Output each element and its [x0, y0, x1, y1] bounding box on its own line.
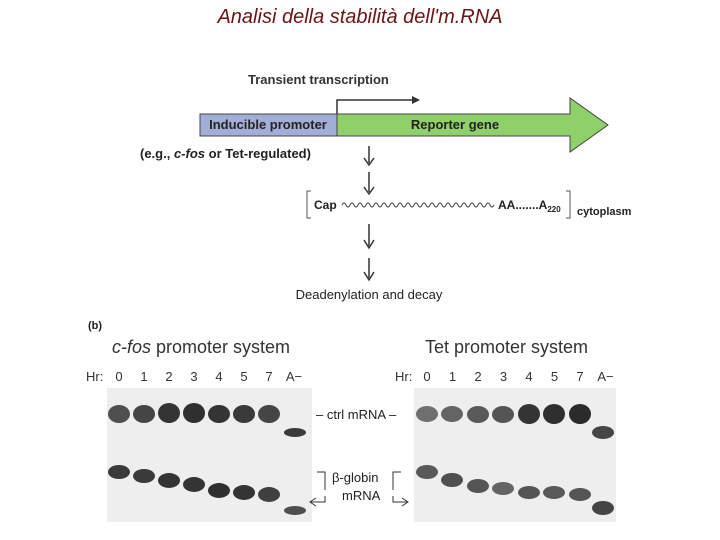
cfos-ctrl-band-3 — [183, 403, 205, 423]
tet-globin-band-3 — [492, 481, 514, 495]
cfos-ctrl-band-5 — [233, 405, 255, 423]
cfos-globin-band-3 — [183, 476, 205, 492]
tet-globin-band-0 — [416, 465, 438, 479]
cfos-ctrl-band-2 — [158, 403, 180, 423]
beta-globin-label: β-globin — [332, 470, 379, 485]
tet-ctrl-band-1 — [441, 406, 463, 422]
cfos-globin-band-7 — [284, 505, 306, 515]
cfos-title-rest: promoter system — [151, 337, 291, 357]
inducible-promoter-label: Inducible promoter — [209, 117, 327, 132]
transcription-start-arrowhead — [412, 96, 420, 104]
tet-ctrl-band-6 — [569, 404, 591, 424]
cfos-lane-label-5: 5 — [240, 369, 248, 384]
cytoplasm-bracket-right — [566, 190, 571, 219]
cfos-ctrl-band-6 — [258, 405, 280, 423]
cfos-hr-label: Hr: — [86, 369, 104, 384]
transcription-diagram: Transient transcription Inducible promot… — [140, 72, 632, 302]
tet-lane-label-4: 4 — [525, 369, 533, 384]
cfos-gel-image — [107, 388, 312, 522]
cfos-panel-title: c-fos promoter system — [112, 337, 290, 358]
cfos-globin-band-5 — [233, 484, 255, 500]
cfos-ctrl-band-4 — [208, 405, 230, 423]
cfos-lane-label-3: 3 — [190, 369, 198, 384]
page-title: Analisi della stabilità dell'm.RNA — [217, 6, 503, 28]
polya-tail-length: 220 — [547, 205, 561, 214]
tet-lane-label-2: 2 — [474, 369, 482, 384]
tet-ctrl-band-0 — [416, 406, 438, 422]
transient-transcription-label: Transient transcription — [248, 72, 389, 87]
cfos-lane-label-2: 2 — [165, 369, 173, 384]
tet-ctrl-band-5 — [543, 404, 565, 424]
tet-lane-label-1: 1 — [448, 369, 457, 384]
cfos-lane-label-4: 4 — [215, 369, 223, 384]
tet-panel-title: Tet promoter system — [425, 337, 589, 357]
tet-globin-band-5 — [543, 485, 565, 499]
tet-ctrl-band-3 — [492, 405, 514, 423]
polya-tail-text: AA.......A — [498, 198, 548, 212]
tet-gel-image — [414, 388, 616, 522]
cfos-globin-band-0 — [108, 465, 130, 479]
mrna-strand — [341, 202, 495, 208]
promoter-example: (e.g., c-fos or Tet-regulated) — [140, 146, 311, 161]
tet-ctrl-band-2 — [467, 405, 489, 423]
reporter-gene-arrow — [336, 97, 609, 153]
cfos-lane-label-1: 1 — [140, 369, 148, 384]
promoter-example-cfos: c-fos — [174, 146, 205, 161]
tet-lane-label-7: A− — [597, 369, 614, 384]
cfos-globin-band-2 — [158, 472, 180, 488]
tet-globin-band-6 — [569, 487, 591, 501]
tet-hr-label: Hr: — [395, 369, 413, 384]
promoter-example-suffix: or Tet-regulated) — [205, 146, 311, 161]
ctrl-mrna-label: – ctrl mRNA – — [316, 407, 397, 422]
cfos-globin-band-4 — [208, 482, 230, 498]
cytoplasm-bracket-left — [306, 190, 311, 219]
tet-lane-label-5: 5 — [550, 369, 559, 384]
tet-lane-label-0: 0 — [423, 369, 431, 384]
mrna-polya-tail: AA.......A220 — [498, 198, 561, 214]
flow-arrows — [363, 146, 375, 282]
tet-globin-band-2 — [467, 479, 489, 493]
cytoplasm-label: cytoplasm — [577, 206, 632, 218]
cfos-globin-band-6 — [258, 486, 280, 502]
cfos-lane-label-0: 0 — [115, 369, 123, 384]
transcription-start-arrow — [336, 99, 412, 114]
promoter-example-prefix: (e.g., — [140, 146, 174, 161]
reporter-gene-label: Reporter gene — [411, 117, 499, 132]
cfos-ctrl-band-1 — [133, 405, 155, 423]
tet-globin-band-4 — [518, 485, 540, 499]
tet-ctrl-band-4 — [518, 404, 540, 424]
cfos-globin-band-1 — [133, 469, 155, 483]
tet-lane-label-6: 7 — [576, 369, 584, 384]
tet-ctrl-band-7 — [592, 425, 614, 439]
mrna-cap-label: Cap — [314, 198, 337, 212]
beta-globin-mrna-label: mRNA — [342, 488, 381, 503]
tet-globin-band-1 — [441, 473, 463, 487]
globin-brackets — [309, 471, 409, 507]
panel-b-label: (b) — [88, 320, 103, 332]
tet-globin-band-7 — [592, 501, 614, 515]
cfos-ctrl-band-0 — [108, 405, 130, 423]
deadenylation-label: Deadenylation and decay — [296, 287, 443, 302]
cfos-lane-label-7: A− — [285, 369, 303, 384]
cfos-title-gene: c-fos — [112, 337, 152, 357]
tet-lane-label-3: 3 — [499, 369, 508, 384]
cfos-lane-label-6: 7 — [265, 369, 273, 384]
cfos-ctrl-band-7 — [284, 427, 306, 437]
